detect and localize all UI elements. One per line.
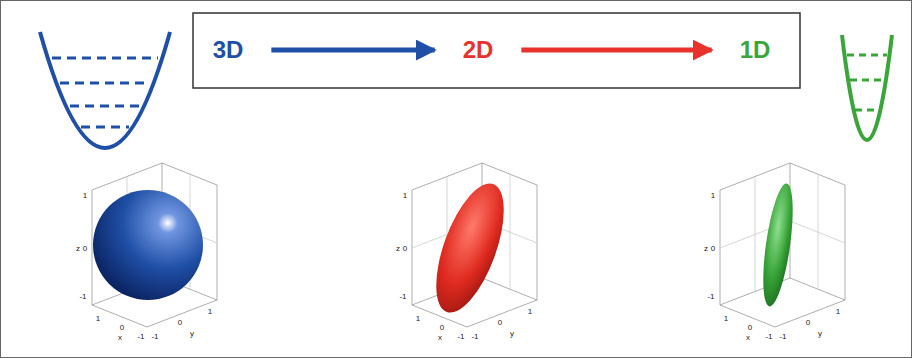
tick-label: -1 bbox=[151, 332, 158, 341]
dimension-label: 3D bbox=[209, 34, 248, 66]
tick-label: -1 bbox=[765, 332, 772, 341]
tick-label: 1 bbox=[208, 307, 212, 316]
plot-3d bbox=[720, 163, 845, 327]
tick-label: 1 bbox=[711, 191, 715, 200]
tick-label: 1 bbox=[528, 307, 532, 316]
tick-label: -1 bbox=[457, 332, 464, 341]
tick-label: 0 bbox=[498, 318, 502, 327]
tick-label: -1 bbox=[399, 292, 406, 301]
tick-label: -1 bbox=[137, 332, 144, 341]
tick-label: 0 bbox=[711, 244, 715, 253]
tick-label: -1 bbox=[779, 332, 786, 341]
axis-name: z bbox=[76, 244, 80, 253]
cigar-cloud bbox=[757, 182, 798, 308]
dimension-text: 3D bbox=[213, 36, 244, 64]
tick-label: 0 bbox=[748, 323, 752, 332]
axis-name: x bbox=[438, 333, 442, 342]
tick-label: 0 bbox=[403, 244, 407, 253]
tick-label: 1 bbox=[403, 191, 407, 200]
tick-label: 0 bbox=[440, 323, 444, 332]
tick-label: 1 bbox=[83, 191, 87, 200]
axis-name: x bbox=[118, 333, 122, 342]
transition-arrow bbox=[271, 48, 434, 53]
plot-3d bbox=[412, 163, 537, 327]
plot-3d bbox=[92, 163, 217, 327]
tick-label: 1 bbox=[416, 314, 420, 323]
tick-label: 1 bbox=[96, 314, 100, 323]
axis-name: z bbox=[704, 244, 708, 253]
tick-label: 0 bbox=[120, 323, 124, 332]
axis-name: x bbox=[746, 333, 750, 342]
tick-label: -1 bbox=[707, 292, 714, 301]
axis-name: y bbox=[190, 329, 194, 338]
dimension-label: 1D bbox=[736, 34, 775, 66]
axis-name: y bbox=[818, 329, 822, 338]
dimension-text: 1D bbox=[740, 36, 771, 64]
transition-arrow bbox=[521, 48, 711, 53]
dimension-text: 2D bbox=[463, 36, 494, 64]
axis-name: z bbox=[396, 244, 400, 253]
tick-label: -1 bbox=[79, 292, 86, 301]
narrow-trap-potential bbox=[842, 35, 892, 140]
sequence-frame bbox=[193, 13, 800, 88]
tick-label: 0 bbox=[806, 318, 810, 327]
tick-label: 0 bbox=[83, 244, 87, 253]
dimension-label: 2D bbox=[459, 34, 498, 66]
tick-label: 1 bbox=[836, 307, 840, 316]
tick-label: -1 bbox=[471, 332, 478, 341]
wide-trap-potential bbox=[40, 32, 170, 148]
axis-name: y bbox=[510, 329, 514, 338]
tick-label: 1 bbox=[724, 314, 728, 323]
sphere-cloud bbox=[93, 190, 203, 300]
tick-label: 0 bbox=[178, 318, 182, 327]
disk-cloud bbox=[422, 175, 517, 321]
